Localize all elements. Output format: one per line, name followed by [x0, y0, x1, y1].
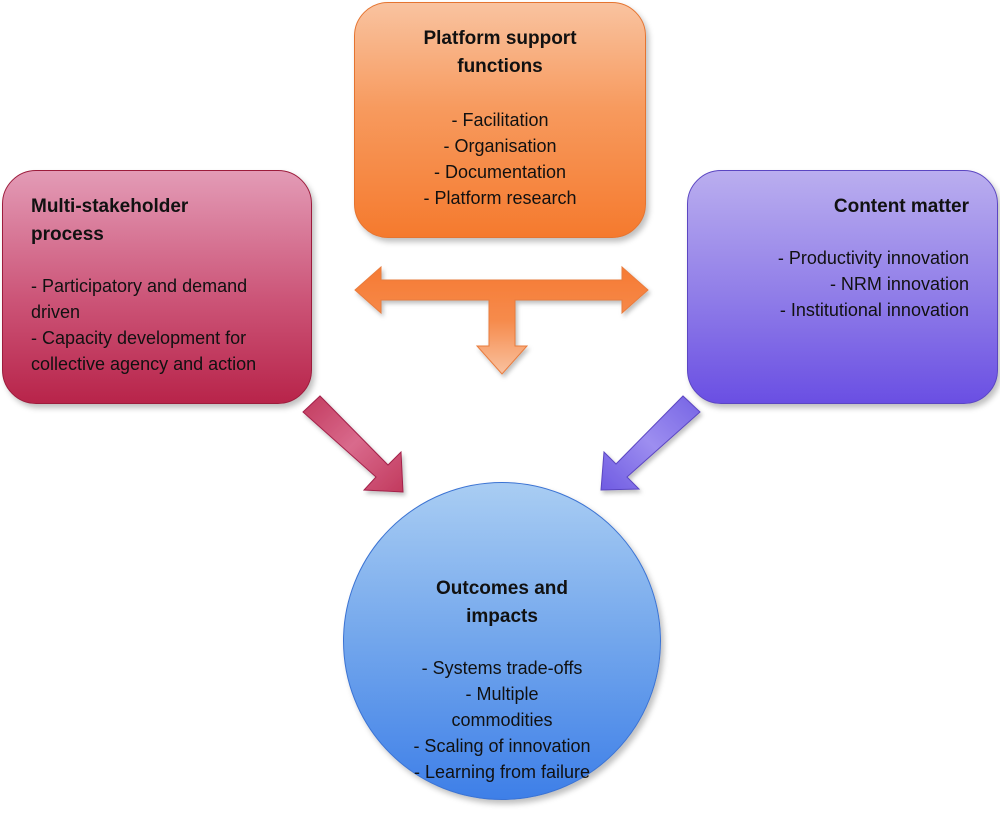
- multi-stakeholder-items: - Participatory and demand driven - Capa…: [31, 273, 311, 377]
- list-item: - Platform research: [423, 188, 577, 208]
- outcomes-circle: Outcomes and impacts - Systems trade-off…: [343, 482, 661, 800]
- platform-support-title: Platform support functions: [355, 25, 645, 81]
- list-item: - Documentation: [433, 162, 567, 182]
- outcomes-title: Outcomes and impacts: [344, 575, 660, 631]
- title-line: functions: [457, 56, 543, 77]
- platform-support-box: Platform support functions - Facilitatio…: [354, 2, 646, 238]
- list-item: - Institutional innovation: [779, 300, 969, 320]
- content-matter-title: Content matter: [833, 196, 969, 217]
- outcomes-items: - Systems trade-offs - Multiple commodit…: [344, 655, 660, 785]
- multi-stakeholder-box: Multi-stakeholder process - Participator…: [2, 170, 312, 404]
- title-line: Multi-stakeholder: [31, 196, 189, 217]
- list-item: - Learning from failure: [413, 762, 591, 782]
- multi-stakeholder-title: Multi-stakeholder process: [31, 193, 311, 249]
- title-line: impacts: [466, 606, 538, 627]
- list-item: collective agency and action: [31, 354, 257, 374]
- left-arrow: [302, 395, 404, 493]
- platform-support-items: - Facilitation - Organisation - Document…: [355, 107, 645, 211]
- list-item: - Capacity development for: [31, 328, 247, 348]
- list-item: - Productivity innovation: [777, 248, 969, 268]
- list-item: - NRM innovation: [829, 274, 969, 294]
- title-line: process: [31, 224, 104, 245]
- list-item: - Facilitation: [451, 110, 549, 130]
- list-item: - Organisation: [443, 136, 557, 156]
- title-line: Outcomes and: [436, 578, 568, 599]
- list-item: - Multiple: [465, 684, 539, 704]
- title-line: Platform support: [423, 28, 577, 49]
- list-item: - Participatory and demand: [31, 276, 248, 296]
- t-double-arrow: [354, 265, 649, 375]
- content-matter-items: - Productivity innovation - NRM innovati…: [688, 245, 969, 323]
- list-item: - Systems trade-offs: [421, 658, 583, 678]
- right-arrow: [600, 395, 701, 491]
- content-matter-box: Content matter - Productivity innovation…: [687, 170, 998, 404]
- list-item: - Scaling of innovation: [413, 736, 591, 756]
- list-item: commodities: [451, 710, 553, 730]
- list-item: driven: [31, 302, 81, 322]
